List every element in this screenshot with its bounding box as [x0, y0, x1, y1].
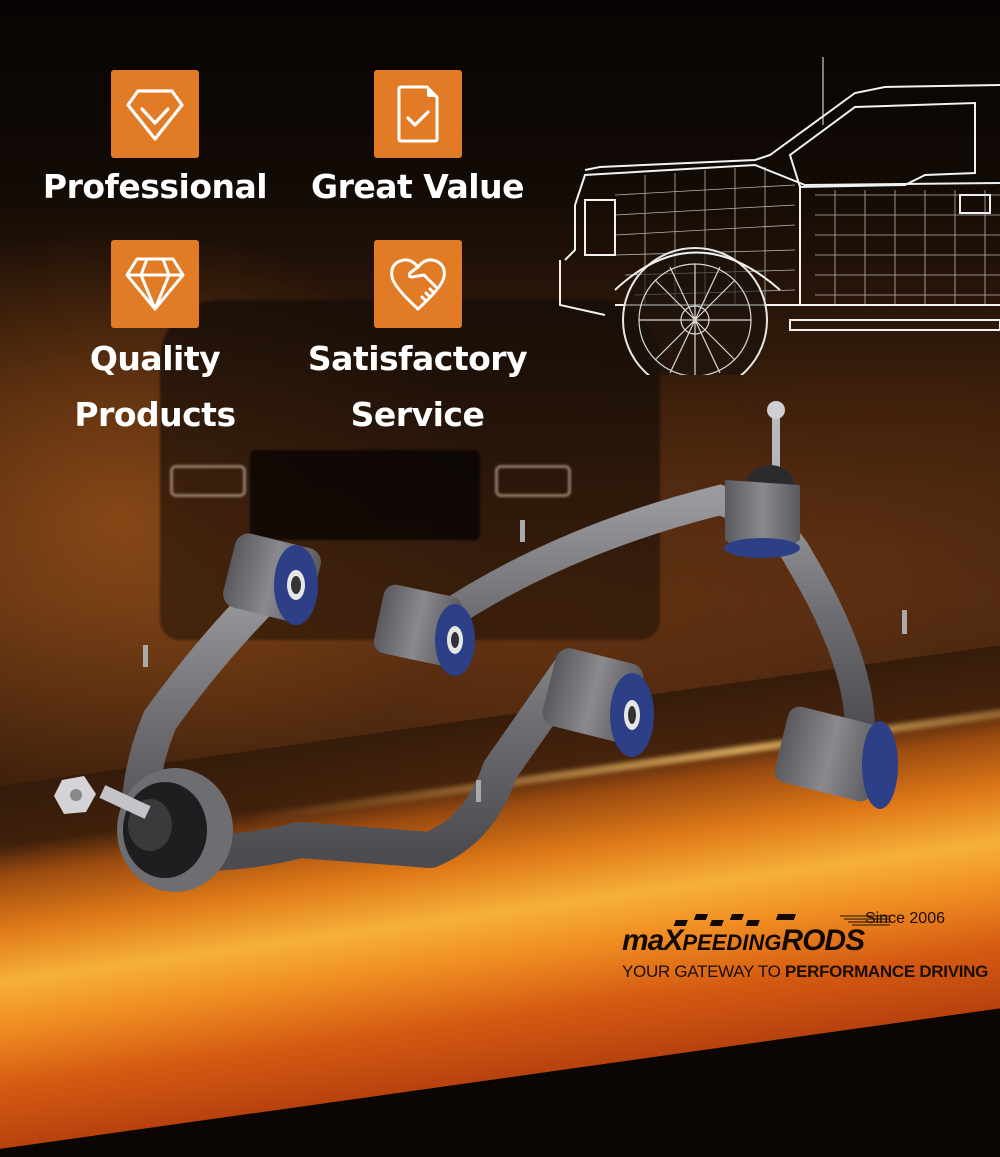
feature-icon-box — [373, 70, 462, 158]
feature-professional: Professional — [40, 70, 270, 212]
diamond-check-icon — [126, 89, 184, 141]
wireframe-truck-illustration — [559, 57, 1000, 375]
suv-grille — [250, 450, 480, 540]
brand-prefix: maX — [622, 924, 683, 957]
document-check-icon — [397, 85, 438, 143]
feature-icon-box — [111, 240, 199, 328]
feature-label: Professional — [42, 167, 268, 206]
checkered-flag-icon — [673, 914, 796, 926]
feature-great-value: Great Value — [300, 70, 535, 212]
feature-icon-box — [111, 70, 199, 158]
speed-lines-icon — [840, 915, 890, 926]
tagline-bold: PERFORMANCE DRIVING — [785, 962, 989, 981]
feature-label: Great Value — [311, 167, 524, 206]
feature-label-line-1: Quality — [89, 339, 221, 378]
brand-middle: PEEDING — [682, 930, 782, 955]
suv-headlight-right — [495, 465, 571, 497]
maxpeedingrods-logo: Since 2006 maXPEEDINGRODS YOUR GATEWAY T… — [620, 908, 988, 988]
since-year: Since 2006 — [864, 910, 945, 927]
upper-control-arms-product — [54, 401, 907, 892]
feature-label-line-1: Satisfactory — [307, 339, 528, 378]
gem-icon — [125, 257, 185, 311]
feature-quality-products: Quality Products — [55, 240, 255, 440]
control-arm-front — [54, 533, 654, 892]
control-arm-rear — [373, 401, 907, 809]
feature-icon-box — [373, 240, 462, 328]
feature-satisfactory-service: Satisfactory Service — [300, 240, 535, 440]
suv-headlight-left — [170, 465, 246, 497]
feature-label-line-2: Products — [74, 395, 236, 434]
heart-handshake-icon — [389, 258, 446, 311]
brand-suffix: RODS — [781, 924, 865, 957]
feature-label-line-2: Service — [350, 395, 485, 434]
brand-name: maXPEEDINGRODS — [622, 924, 865, 958]
brand-tagline: YOUR GATEWAY TO PERFORMANCE DRIVING — [622, 962, 988, 982]
tagline-light: YOUR GATEWAY TO — [622, 962, 786, 981]
